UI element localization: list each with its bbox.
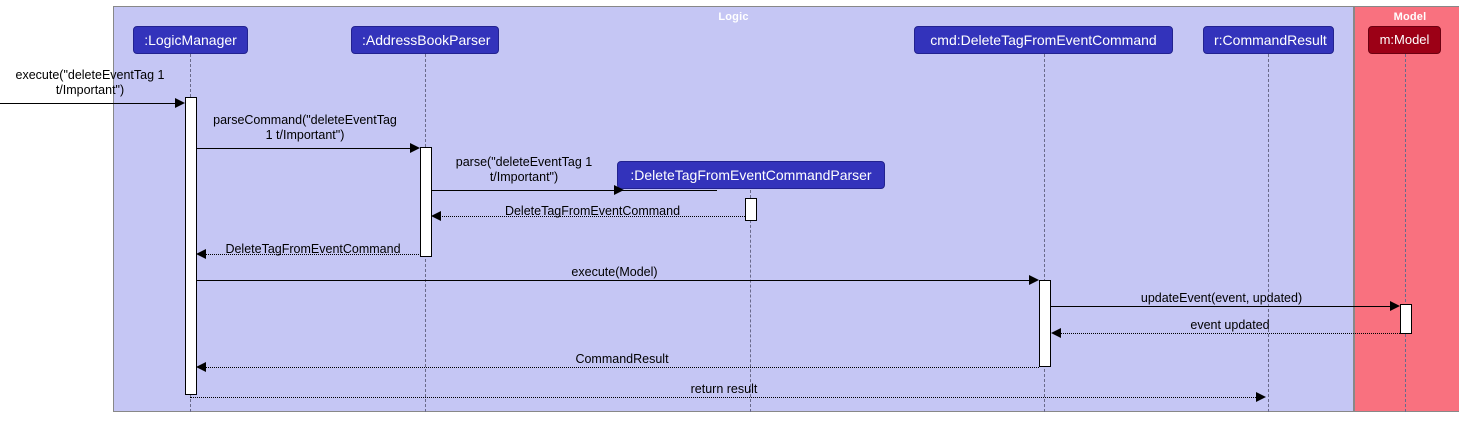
- arrowhead-execute-external: [175, 98, 185, 108]
- activation-address-book-parser: [420, 147, 432, 257]
- arrowhead-parse-command: [410, 143, 420, 153]
- arrowhead-execute-model: [1029, 275, 1039, 285]
- arrowhead-update-event: [1390, 301, 1400, 311]
- message-label-return-command-from-parser: DeleteTagFromEventCommand: [504, 204, 681, 218]
- participant-logic-manager[interactable]: :LogicManager: [133, 26, 248, 54]
- message-label-parse: parse("deleteEventTag 1 t/Important"): [455, 155, 593, 184]
- frame-logic: Logic: [113, 6, 1354, 412]
- frame-model: Model: [1354, 6, 1459, 412]
- message-label-execute-external: execute("deleteEventTag 1 t/Important"): [15, 68, 165, 97]
- activation-delete-tag-parser: [745, 198, 757, 221]
- arrowhead-return-command-from-parser: [431, 211, 441, 221]
- arrowhead-event-updated: [1051, 328, 1061, 338]
- arrowhead-parse: [614, 185, 624, 195]
- frame-model-title: Model: [1393, 11, 1427, 23]
- message-label-parse-command: parseCommand("deleteEventTag 1 t/Importa…: [213, 113, 397, 142]
- activation-logic-manager: [185, 97, 197, 395]
- message-label-command-result: CommandResult: [575, 352, 669, 366]
- participant-cmd-delete-tag-from-event-command[interactable]: cmd:DeleteTagFromEventCommand: [914, 26, 1173, 54]
- participant-delete-tag-from-event-command-parser[interactable]: :DeleteTagFromEventCommandParser: [617, 161, 885, 189]
- activation-cmd-delete-tag-command: [1039, 280, 1051, 367]
- message-label-return-result: return result: [690, 382, 758, 396]
- message-label-event-updated: event updated: [1190, 318, 1270, 332]
- message-label-update-event: updateEvent(event, updated): [1140, 291, 1303, 305]
- lifeline-delete-tag-parser: [750, 190, 751, 412]
- message-line-update-event: [1051, 306, 1392, 307]
- activation-model: [1400, 304, 1412, 334]
- frame-logic-title: Logic: [718, 11, 749, 23]
- lifeline-cmd-delete-tag-command: [1044, 54, 1045, 412]
- participant-model[interactable]: m:Model: [1368, 26, 1441, 54]
- message-line-execute-model: [197, 280, 1032, 281]
- message-line-parse: [432, 190, 717, 191]
- message-line-return-result: [190, 397, 1258, 398]
- arrowhead-return-result: [1256, 392, 1266, 402]
- participant-address-book-parser[interactable]: :AddressBookParser: [351, 26, 499, 54]
- message-line-event-updated: [1060, 333, 1400, 334]
- arrowhead-return-command-to-logic: [196, 249, 206, 259]
- arrowhead-command-result: [196, 362, 206, 372]
- message-line-parse-command: [197, 148, 412, 149]
- message-line-return-command-from-parser: [440, 216, 745, 217]
- message-label-return-command-to-logic: DeleteTagFromEventCommand: [225, 242, 401, 256]
- message-line-return-command-to-logic: [205, 254, 421, 255]
- lifeline-command-result: [1268, 54, 1269, 412]
- message-label-execute-model: execute(Model): [571, 265, 658, 279]
- message-line-execute-external: [0, 103, 177, 104]
- message-line-command-result: [205, 367, 1039, 368]
- participant-command-result[interactable]: r:CommandResult: [1203, 26, 1334, 54]
- lifeline-model: [1405, 54, 1406, 412]
